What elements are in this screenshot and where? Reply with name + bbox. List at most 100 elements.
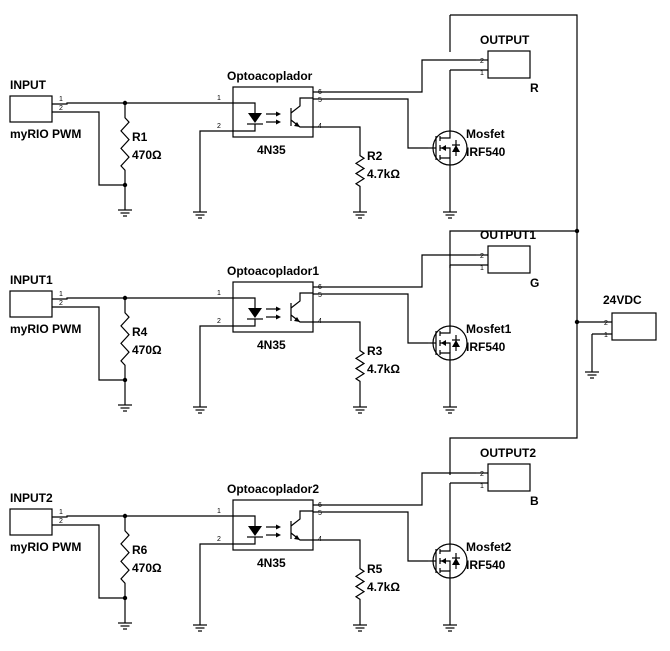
diode-icon <box>452 558 460 565</box>
led-wire <box>233 102 256 113</box>
pin-number: 1 <box>217 95 221 102</box>
source-wire <box>440 570 451 625</box>
power-connector-box <box>611 312 657 341</box>
diode-icon <box>452 340 460 347</box>
ground-symbol <box>118 209 132 217</box>
resistor-value: 470Ω <box>132 148 162 162</box>
resistor-label: R2 <box>367 149 383 163</box>
resistor-value: 4.7kΩ <box>367 362 400 376</box>
pin-number: 2 <box>59 518 63 525</box>
ground-symbol <box>193 211 207 219</box>
resistor-zigzag <box>120 298 130 380</box>
source-wire <box>440 352 451 407</box>
power-label: 24VDC <box>603 293 642 307</box>
input-return-wire <box>52 524 125 599</box>
input-label: INPUT2 <box>10 491 53 505</box>
pin-number: 2 <box>59 300 63 307</box>
led-wire <box>233 537 256 545</box>
pin-number: 2 <box>480 58 484 65</box>
resistor-zigzag <box>354 560 366 608</box>
gate-wire <box>313 293 428 344</box>
input-connector-box <box>9 95 53 123</box>
resistor-value: 470Ω <box>132 343 162 357</box>
input-return-wire <box>52 111 125 186</box>
resistor-value: 470Ω <box>132 561 162 575</box>
gate-resistor-wire <box>313 321 361 342</box>
resistor-symbol <box>120 298 130 380</box>
transistor-collector <box>290 97 313 114</box>
pin-number: 1 <box>59 509 63 516</box>
pin-number: 5 <box>318 510 322 517</box>
gate-wire <box>313 511 428 562</box>
pin-number: 5 <box>318 97 322 104</box>
gate-resistor-wire <box>313 539 361 560</box>
mosfet-label: Mosfet2 <box>466 540 512 554</box>
gate-wire <box>313 98 428 149</box>
mosfet-label: Mosfet <box>466 127 505 141</box>
input-label: INPUT1 <box>10 273 53 287</box>
resistor-symbol <box>354 147 366 195</box>
optocoupler-part: 4N35 <box>257 338 286 352</box>
led-wire <box>233 515 256 526</box>
mosfet-label: Mosfet1 <box>466 322 512 336</box>
pin-number: 1 <box>217 290 221 297</box>
pin-number: 1 <box>480 265 484 272</box>
junction-dot <box>574 228 580 234</box>
arrow-head <box>276 306 281 312</box>
source-label: myRIO PWM <box>10 127 81 141</box>
ground-symbol <box>353 624 367 632</box>
color-label: G <box>530 276 539 290</box>
ground-symbol <box>193 406 207 414</box>
led-icon <box>248 308 262 318</box>
mosfet <box>428 70 468 212</box>
transistor-collector <box>290 292 313 309</box>
gate-resistor-wire <box>313 126 361 147</box>
input-label: INPUT <box>10 78 47 92</box>
input-connector-box <box>9 290 53 318</box>
mosfet-arrow <box>441 340 446 346</box>
ground-symbol <box>118 622 132 630</box>
ground-symbol <box>585 371 599 379</box>
optocoupler-part: 4N35 <box>257 556 286 570</box>
optocoupler-label: Optoacoplador2 <box>227 482 319 496</box>
resistor-label: R5 <box>367 562 383 576</box>
input-signal-wire <box>52 297 233 300</box>
supply-wire <box>449 230 577 268</box>
diode-icon <box>452 145 460 152</box>
supply-wire <box>313 254 476 288</box>
optocoupler-box <box>232 86 314 138</box>
led-wire <box>233 124 256 132</box>
pin-number: 5 <box>318 292 322 299</box>
pin-number: 1 <box>217 508 221 515</box>
optocoupler-label: Optoacoplador1 <box>227 264 319 278</box>
ground-symbol <box>353 211 367 219</box>
resistor-value: 4.7kΩ <box>367 580 400 594</box>
resistor-symbol <box>120 516 130 598</box>
mosfet-arrow <box>441 558 446 564</box>
arrow-head <box>276 119 281 125</box>
optocoupler-label: Optoacoplador <box>227 69 313 83</box>
resistor-symbol <box>120 103 130 185</box>
color-label: R <box>530 81 539 95</box>
arrow-head <box>276 314 281 320</box>
output-label: OUTPUT1 <box>480 228 536 242</box>
resistor-zigzag <box>354 342 366 390</box>
mosfet-part: IRF540 <box>466 340 506 354</box>
optocoupler-box <box>232 499 314 551</box>
arrow-head <box>276 532 281 538</box>
input-signal-wire <box>52 102 233 105</box>
pin-number: 2 <box>217 318 221 325</box>
ground-wire <box>199 325 233 407</box>
output-label: OUTPUT <box>480 33 530 47</box>
supply-wire <box>313 472 476 506</box>
pin-number: 2 <box>480 471 484 478</box>
ground-wire <box>199 543 233 625</box>
pin-number: 2 <box>480 253 484 260</box>
resistor-zigzag <box>120 516 130 598</box>
resistor-symbol <box>354 342 366 390</box>
ground-symbol <box>118 404 132 412</box>
pin-number: 1 <box>480 70 484 77</box>
optocoupler-part: 4N35 <box>257 143 286 157</box>
